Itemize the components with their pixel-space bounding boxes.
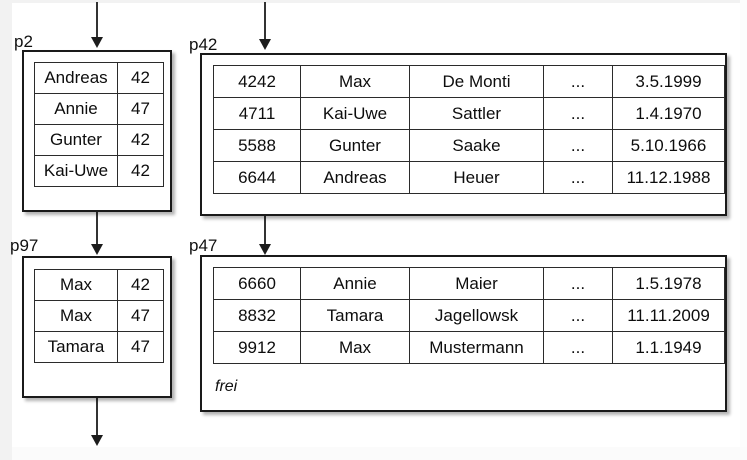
cell-firstname: Gunter <box>300 129 410 162</box>
data-table-p47: 6660 Annie Maier ... 1.5.1978 8832 Tamar… <box>213 267 725 364</box>
table-row[interactable]: 6660 Annie Maier ... 1.5.1978 <box>213 267 725 300</box>
page-label-p47: p47 <box>189 236 218 255</box>
table-row[interactable]: Max 47 <box>34 300 164 332</box>
cell-date: 5.10.1966 <box>612 129 725 162</box>
cell-id: 9912 <box>213 331 301 364</box>
cell-key: Max <box>34 300 118 332</box>
cell-key: Max <box>34 269 118 301</box>
cell-ellipsis: ... <box>543 65 613 98</box>
cell-lastname: Sattler <box>409 97 544 130</box>
directory-table-p2: Andreas 42 Annie 47 Gunter 42 Kai-Uwe 42 <box>34 62 164 187</box>
cell-ellipsis: ... <box>543 299 613 332</box>
directory-table-p97: Max 42 Max 47 Tamara 47 <box>34 269 164 363</box>
page-margin-bottom <box>12 447 747 460</box>
table-row[interactable]: Gunter 42 <box>34 124 164 156</box>
page-margin-top <box>0 0 747 3</box>
page-label-p42: p42 <box>189 35 218 54</box>
cell-lastname: Heuer <box>409 161 544 194</box>
cell-id: 4711 <box>213 97 301 130</box>
table-row[interactable]: 4242 Max De Monti ... 3.5.1999 <box>213 65 725 98</box>
cell-value: 42 <box>117 155 164 187</box>
cell-key: Andreas <box>34 62 118 94</box>
cell-date: 3.5.1999 <box>612 65 725 98</box>
arrow-into-p2 <box>91 2 103 48</box>
data-table-p42: 4242 Max De Monti ... 3.5.1999 4711 Kai-… <box>213 65 725 194</box>
cell-firstname: Max <box>300 331 410 364</box>
table-row[interactable]: 9912 Max Mustermann ... 1.1.1949 <box>213 331 725 364</box>
cell-ellipsis: ... <box>543 267 613 300</box>
cell-key: Gunter <box>34 124 118 156</box>
free-space-label: frei <box>215 378 238 395</box>
cell-key: Tamara <box>34 331 118 363</box>
arrow-into-p42 <box>259 2 271 52</box>
cell-firstname: Andreas <box>300 161 410 194</box>
table-row[interactable]: Tamara 47 <box>34 331 164 363</box>
arrow-p42-to-p47 <box>259 216 271 257</box>
table-row[interactable]: Max 42 <box>34 269 164 301</box>
table-row[interactable]: Andreas 42 <box>34 62 164 94</box>
cell-ellipsis: ... <box>543 161 613 194</box>
cell-id: 8832 <box>213 299 301 332</box>
cell-lastname: Saake <box>409 129 544 162</box>
cell-lastname: Jagellowsk <box>409 299 544 332</box>
page-box-p97[interactable]: Max 42 Max 47 Tamara 47 <box>22 256 172 398</box>
cell-lastname: De Monti <box>409 65 544 98</box>
table-row[interactable]: 6644 Andreas Heuer ... 11.12.1988 <box>213 161 725 194</box>
cell-firstname: Annie <box>300 267 410 300</box>
arrow-p2-to-p97 <box>91 212 103 257</box>
cell-id: 6644 <box>213 161 301 194</box>
cell-firstname: Max <box>300 65 410 98</box>
cell-value: 47 <box>117 93 164 125</box>
cell-value: 47 <box>117 300 164 332</box>
page-margin-left <box>0 0 12 460</box>
table-row[interactable]: Annie 47 <box>34 93 164 125</box>
table-row[interactable]: 4711 Kai-Uwe Sattler ... 1.4.1970 <box>213 97 725 130</box>
page-box-p42[interactable]: 4242 Max De Monti ... 3.5.1999 4711 Kai-… <box>200 53 727 216</box>
cell-key: Kai-Uwe <box>34 155 118 187</box>
table-row[interactable]: Kai-Uwe 42 <box>34 155 164 187</box>
page-box-p2[interactable]: Andreas 42 Annie 47 Gunter 42 Kai-Uwe 42 <box>22 50 172 212</box>
cell-date: 1.4.1970 <box>612 97 725 130</box>
page-label-p97: p97 <box>10 236 39 255</box>
page-margin-right <box>740 0 747 447</box>
page-box-p47[interactable]: 6660 Annie Maier ... 1.5.1978 8832 Tamar… <box>200 255 727 412</box>
cell-date: 11.12.1988 <box>612 161 725 194</box>
cell-value: 42 <box>117 62 164 94</box>
cell-value: 42 <box>117 269 164 301</box>
cell-ellipsis: ... <box>543 331 613 364</box>
cell-firstname: Tamara <box>300 299 410 332</box>
cell-ellipsis: ... <box>543 97 613 130</box>
cell-value: 42 <box>117 124 164 156</box>
arrow-out-of-p97 <box>91 398 103 448</box>
cell-lastname: Mustermann <box>409 331 544 364</box>
cell-firstname: Kai-Uwe <box>300 97 410 130</box>
table-row[interactable]: 8832 Tamara Jagellowsk ... 11.11.2009 <box>213 299 725 332</box>
cell-ellipsis: ... <box>543 129 613 162</box>
cell-id: 5588 <box>213 129 301 162</box>
cell-date: 11.11.2009 <box>612 299 725 332</box>
cell-lastname: Maier <box>409 267 544 300</box>
page-label-p2: p2 <box>14 32 33 51</box>
cell-key: Annie <box>34 93 118 125</box>
table-row[interactable]: 5588 Gunter Saake ... 5.10.1966 <box>213 129 725 162</box>
cell-date: 1.1.1949 <box>612 331 725 364</box>
cell-id: 6660 <box>213 267 301 300</box>
cell-value: 47 <box>117 331 164 363</box>
cell-date: 1.5.1978 <box>612 267 725 300</box>
cell-id: 4242 <box>213 65 301 98</box>
